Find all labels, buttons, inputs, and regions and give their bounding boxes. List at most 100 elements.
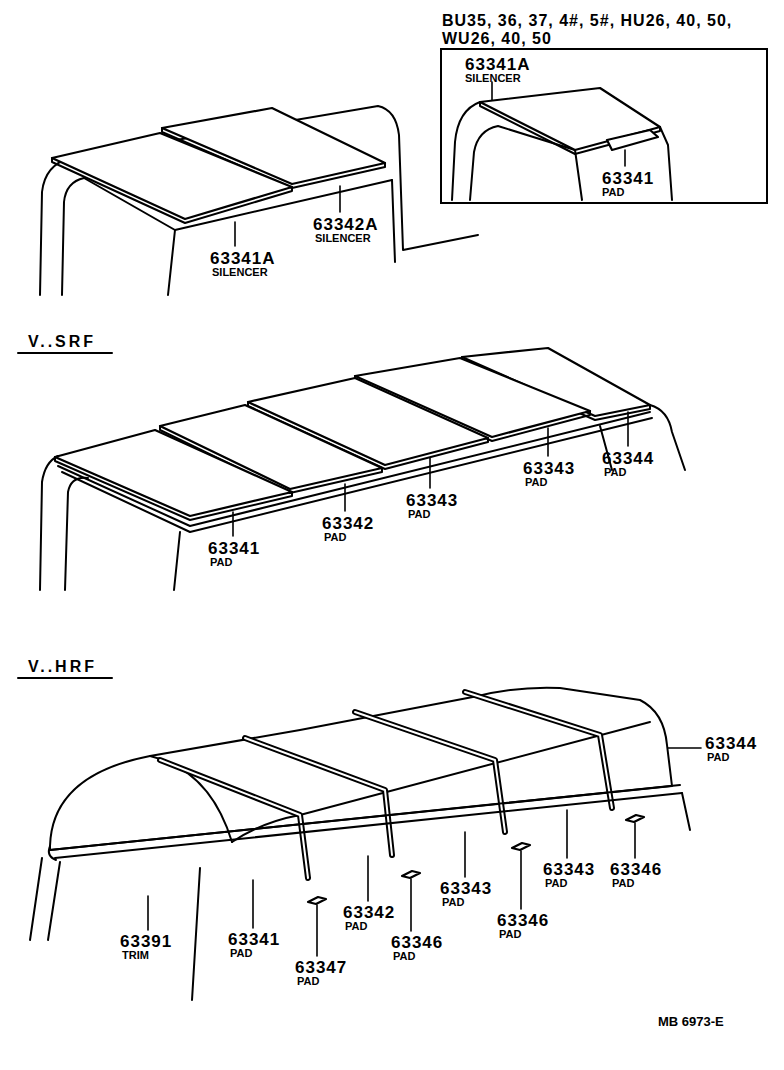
roof-outline [402, 871, 420, 878]
roof-outline [168, 230, 175, 295]
inset-box: BU35, 36, 37, 4#, 5#, HU26, 40, 50, WU26… [440, 48, 768, 204]
roof-outline [52, 158, 292, 223]
callout-number: 63342 [343, 904, 395, 921]
leader-line [464, 832, 466, 877]
part-name: PAD [442, 897, 464, 908]
variant-heading: V..SRF [28, 334, 96, 350]
part-name: PAD [393, 951, 415, 962]
roof-outline [174, 532, 180, 590]
leader-line [624, 150, 626, 166]
part-name: PAD [707, 752, 729, 763]
part-name: SILENCER [212, 267, 268, 278]
roof-outline [62, 178, 84, 295]
leader-line [520, 851, 522, 909]
leader-line [339, 186, 341, 212]
roof-outline [660, 127, 672, 200]
roof-outline [52, 133, 292, 219]
part-name: PAD [210, 557, 232, 568]
roof-outline [245, 738, 392, 855]
part-name: PAD [612, 878, 634, 889]
callout-number: 63346 [610, 861, 662, 878]
roof-outline [465, 692, 612, 808]
callout-number: 63341 [228, 931, 280, 948]
roof-outline [392, 180, 395, 262]
leader-line [367, 856, 369, 901]
callout-number: 63343 [406, 492, 458, 509]
roof-outline [160, 760, 308, 878]
roof-outline [18, 352, 112, 354]
leader-line [234, 222, 236, 246]
callout-number: 63343 [543, 861, 595, 878]
callout-number: 63341A [465, 56, 531, 73]
model-list: BU35, 36, 37, 4#, 5#, HU26, 40, 50, WU26… [442, 12, 747, 47]
leader-line [627, 412, 629, 446]
callout-number: 63341A [210, 250, 276, 267]
callout-number: 63343 [440, 880, 492, 897]
callout-number: 63342A [313, 216, 379, 233]
roof-outline [626, 815, 644, 822]
roof-inset [452, 82, 672, 200]
part-name: PAD [545, 878, 567, 889]
part-name: PAD [602, 187, 624, 198]
roof-outline [40, 456, 58, 590]
variant-heading: V..HRF [28, 659, 97, 675]
part-name: SILENCER [465, 73, 521, 84]
roof-outline [192, 868, 200, 1000]
roof-outline [18, 677, 112, 679]
roof-outline [65, 478, 88, 590]
leader-line [429, 458, 431, 488]
part-name: PAD [345, 921, 367, 932]
roof-outline [512, 843, 530, 850]
leader-line [316, 905, 318, 956]
part-name: PAD [408, 509, 430, 520]
roof-outline [452, 102, 480, 200]
part-name: SILENCER [315, 233, 371, 244]
callout-number: 63341 [602, 170, 654, 187]
roof-outline [465, 692, 612, 808]
part-name: PAD [230, 948, 252, 959]
roof-outline [682, 793, 690, 830]
leader-line [147, 896, 149, 930]
leader-line [547, 428, 549, 456]
roof-outline [49, 846, 56, 860]
roof-outline [480, 102, 660, 154]
leader-line [668, 747, 701, 749]
part-name: PAD [604, 467, 626, 478]
roof-outline [50, 785, 680, 850]
leader-line [232, 512, 234, 536]
roof-standard [40, 106, 478, 295]
roof-outline [48, 862, 60, 940]
callout-number: 63342 [322, 515, 374, 532]
roof-outline [55, 457, 292, 520]
callout-number: 63346 [497, 912, 549, 929]
roof-outline [607, 130, 658, 150]
callout-number: 63391 [120, 933, 172, 950]
part-name: PAD [297, 976, 319, 987]
callout-number: 63344 [602, 450, 654, 467]
roof-outline [245, 738, 392, 855]
part-name: PAD [324, 532, 346, 543]
leader-line [344, 484, 346, 511]
leader-line [566, 810, 568, 858]
roof-outline [30, 858, 42, 940]
roof-outline [150, 756, 232, 842]
callout-number: 63344 [705, 735, 757, 752]
part-name: PAD [499, 929, 521, 940]
callout-number: 63347 [295, 959, 347, 976]
callout-number: 63343 [523, 460, 575, 477]
part-name: TRIM [122, 950, 149, 961]
leader-line [410, 879, 412, 931]
part-name: PAD [525, 477, 547, 488]
callout-number: 63346 [391, 934, 443, 951]
leader-line [491, 82, 493, 100]
diagram-code: MB 6973-E [658, 1015, 724, 1028]
roof-outline [160, 760, 308, 878]
roof-outline [40, 106, 478, 295]
leader-line [252, 880, 254, 928]
roof-outline [650, 405, 685, 470]
roof-hrf [18, 678, 701, 1000]
roof-srf [18, 348, 685, 590]
roof-outline [308, 897, 326, 904]
roof-outline [55, 430, 292, 516]
